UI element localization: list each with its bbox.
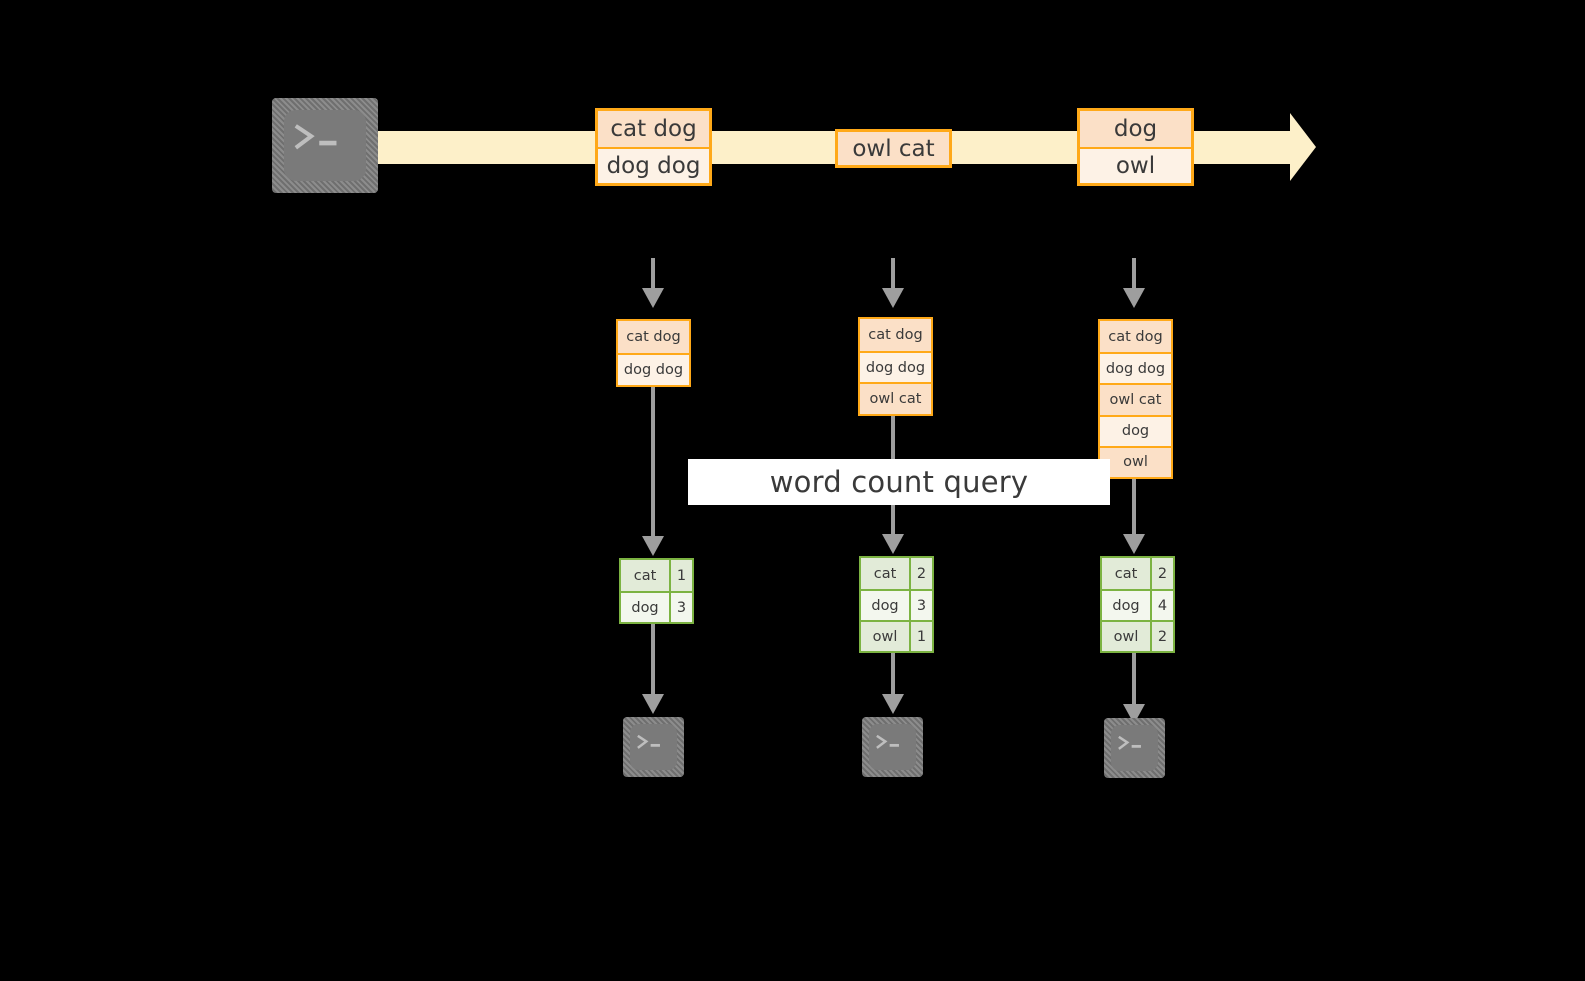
snapshot-3-dashed-arrowhead-icon — [1123, 288, 1145, 308]
stream-event-line: dog — [1080, 111, 1191, 147]
result-word: cat — [1102, 558, 1150, 589]
stream-event-2: owl cat — [835, 129, 952, 168]
result-word: owl — [861, 622, 909, 651]
stream-event-3: dog owl — [1077, 108, 1194, 186]
terminal-screen — [630, 724, 677, 770]
snapshot-1-sink-arrowhead-icon — [642, 694, 664, 714]
snapshot-2-result-table: cat 2 dog 3 owl 1 — [859, 556, 934, 653]
input-line: cat dog — [860, 319, 931, 351]
snapshot-1-sink-terminal-icon — [623, 717, 684, 777]
result-row: cat 2 — [1102, 558, 1173, 589]
terminal-prompt-glyph — [1117, 735, 1141, 750]
result-count: 3 — [669, 593, 692, 622]
result-word: cat — [861, 558, 909, 589]
result-row: owl 2 — [1102, 620, 1173, 651]
snapshot-2-input-table: cat dog dog dog owl cat — [858, 317, 933, 416]
input-line: dog dog — [860, 350, 931, 383]
snapshot-3-result-table: cat 2 dog 4 owl 2 — [1100, 556, 1175, 653]
terminal-screen — [869, 724, 916, 770]
source-terminal-icon — [272, 98, 378, 193]
result-word: dog — [1102, 591, 1150, 620]
result-word: dog — [861, 591, 909, 620]
snapshot-1-input-table: cat dog dog dog — [616, 319, 691, 387]
snapshot-3-query-connector — [1132, 479, 1136, 540]
snapshot-1-result-table: cat 1 dog 3 — [619, 558, 694, 624]
stream-event-line: cat dog — [598, 111, 709, 147]
result-count: 2 — [909, 558, 932, 589]
snapshot-2-query-arrowhead-icon — [882, 534, 904, 554]
snapshot-3-query-arrowhead-icon — [1123, 534, 1145, 554]
input-line: cat dog — [618, 321, 689, 353]
terminal-prompt-glyph — [875, 734, 899, 749]
input-line: dog dog — [618, 353, 689, 385]
result-count: 2 — [1150, 622, 1173, 651]
result-count: 2 — [1150, 558, 1173, 589]
result-word: dog — [621, 593, 669, 622]
result-row: cat 1 — [621, 560, 692, 591]
terminal-screen — [284, 110, 366, 181]
input-line: owl — [1100, 445, 1171, 477]
snapshot-2-dashed-connector — [891, 258, 895, 288]
result-row: dog 3 — [621, 591, 692, 622]
result-row: owl 1 — [861, 620, 932, 651]
result-row: cat 2 — [861, 558, 932, 589]
result-row: dog 3 — [861, 589, 932, 620]
snapshot-2-sink-terminal-icon — [862, 717, 923, 777]
snapshot-1-sink-connector — [651, 624, 655, 696]
snapshot-2-sink-arrowhead-icon — [882, 694, 904, 714]
stream-event-line: dog dog — [598, 146, 709, 183]
snapshot-1-dashed-arrowhead-icon — [642, 288, 664, 308]
terminal-prompt-glyph — [294, 124, 337, 150]
snapshot-1-dashed-connector — [651, 258, 655, 288]
query-label-band: word count query — [688, 459, 1110, 505]
input-line: dog dog — [1100, 352, 1171, 384]
result-word: owl — [1102, 622, 1150, 651]
result-count: 1 — [909, 622, 932, 651]
query-label-text: word count query — [769, 465, 1029, 499]
snapshot-2-sink-connector — [891, 653, 895, 696]
stream-arrowhead-icon — [1290, 113, 1316, 181]
terminal-prompt-glyph — [636, 734, 660, 749]
snapshot-1-query-arrowhead-icon — [642, 536, 664, 556]
stream-event-line: owl cat — [838, 132, 949, 165]
snapshot-1-query-connector — [651, 387, 655, 541]
snapshot-3-dashed-connector — [1132, 258, 1136, 288]
input-line: dog — [1100, 414, 1171, 446]
stream-event-1: cat dog dog dog — [595, 108, 712, 186]
result-count: 4 — [1150, 591, 1173, 620]
result-count: 3 — [909, 591, 932, 620]
snapshot-2-dashed-arrowhead-icon — [882, 288, 904, 308]
result-word: cat — [621, 560, 669, 591]
result-count: 1 — [669, 560, 692, 591]
snapshot-3-input-table: cat dog dog dog owl cat dog owl — [1098, 319, 1173, 479]
input-line: owl cat — [1100, 383, 1171, 415]
result-row: dog 4 — [1102, 589, 1173, 620]
input-line: cat dog — [1100, 321, 1171, 353]
terminal-screen — [1111, 725, 1158, 771]
snapshot-3-sink-terminal-icon — [1104, 718, 1165, 778]
stream-event-line: owl — [1080, 146, 1191, 183]
snapshot-3-sink-connector — [1132, 653, 1136, 706]
input-line: owl cat — [860, 382, 931, 414]
